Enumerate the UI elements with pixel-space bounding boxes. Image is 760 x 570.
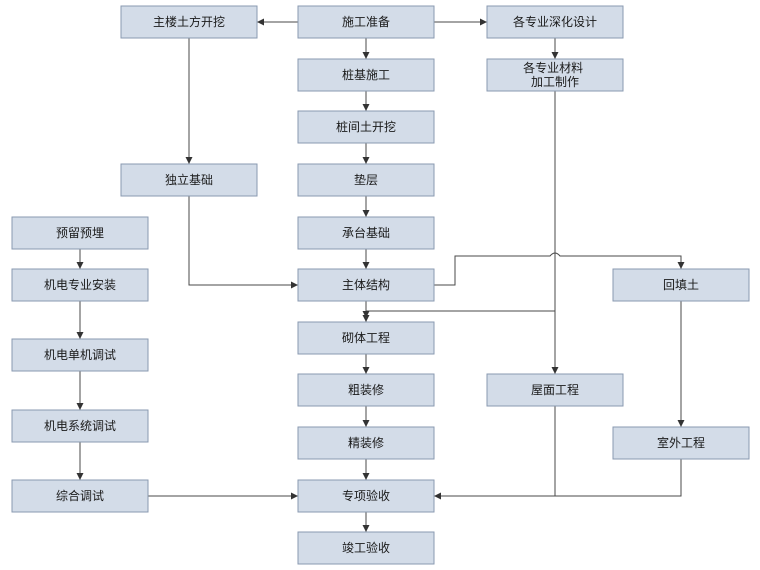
node-pile-earth-label: 桩间土开挖 [336, 119, 396, 134]
node-main-earth: 主楼土方开挖 [120, 5, 258, 39]
node-special-accept: 专项验收 [297, 479, 435, 513]
node-main-struct-label: 主体结构 [342, 277, 390, 292]
node-reserve-label: 预留预埋 [56, 226, 104, 240]
node-final-accept: 竣工验收 [297, 531, 435, 565]
node-special-accept-label: 专项验收 [342, 488, 390, 503]
edge-outdoor-to-special [555, 459, 682, 497]
node-pile-earth: 桩间土开挖 [297, 110, 435, 144]
node-rough-label: 粗装修 [348, 382, 384, 397]
edge-roof-to-special [434, 406, 556, 500]
node-mep-install-label: 机电专业安装 [44, 277, 116, 292]
node-reserve: 预留预埋 [11, 216, 149, 250]
node-main-struct: 主体结构 [297, 268, 435, 302]
node-outdoor: 室外工程 [612, 426, 750, 460]
node-pile: 桩基施工 [297, 58, 435, 92]
node-backfill: 回填土 [612, 268, 750, 302]
node-backfill-label: 回填土 [663, 278, 699, 292]
node-main-earth-label: 主楼土方开挖 [153, 14, 225, 29]
node-material-line-2: 加工制作 [531, 75, 579, 89]
edge-junction-to-masonry-branch [362, 310, 555, 318]
node-mep-single: 机电单机调试 [11, 338, 149, 372]
node-masonry-label: 砌体工程 [342, 330, 390, 345]
node-fine: 精装修 [297, 426, 435, 460]
node-design-label: 各专业深化设计 [513, 14, 597, 29]
node-mep-system: 机电系统调试 [11, 409, 149, 443]
node-mep-single-label: 机电单机调试 [44, 347, 116, 362]
node-prep: 施工准备 [297, 5, 435, 39]
node-prep-label: 施工准备 [342, 15, 390, 29]
node-fine-label: 精装修 [348, 435, 384, 450]
node-material-line-1: 各专业材料 [523, 60, 583, 75]
node-material-label: 各专业材料 加工制作 [523, 60, 587, 89]
node-cushion: 垫层 [297, 163, 435, 197]
node-indep-found: 独立基础 [120, 163, 258, 197]
node-comp-debug: 综合调试 [11, 479, 149, 513]
node-comp-debug-label: 综合调试 [56, 488, 104, 503]
node-masonry: 砌体工程 [297, 321, 435, 355]
node-cushion-label: 垫层 [354, 172, 378, 187]
node-indep-found-label: 独立基础 [165, 172, 213, 187]
node-cap-found-label: 承台基础 [342, 225, 390, 240]
node-rough: 粗装修 [297, 373, 435, 407]
node-material: 各专业材料 加工制作 [486, 58, 624, 92]
node-pile-label: 桩基施工 [342, 67, 390, 82]
node-mep-system-label: 机电系统调试 [44, 418, 116, 433]
edge-indep-to-main-struct [188, 196, 298, 289]
node-roof: 屋面工程 [486, 373, 624, 407]
node-mep-install: 机电专业安装 [11, 268, 149, 302]
node-cap-found: 承台基础 [297, 216, 435, 250]
node-final-accept-label: 竣工验收 [342, 540, 390, 555]
edge-main-struct-to-backfill [434, 252, 685, 286]
node-design: 各专业深化设计 [486, 5, 624, 39]
node-outdoor-label: 室外工程 [657, 435, 705, 450]
node-roof-label: 屋面工程 [531, 382, 579, 397]
